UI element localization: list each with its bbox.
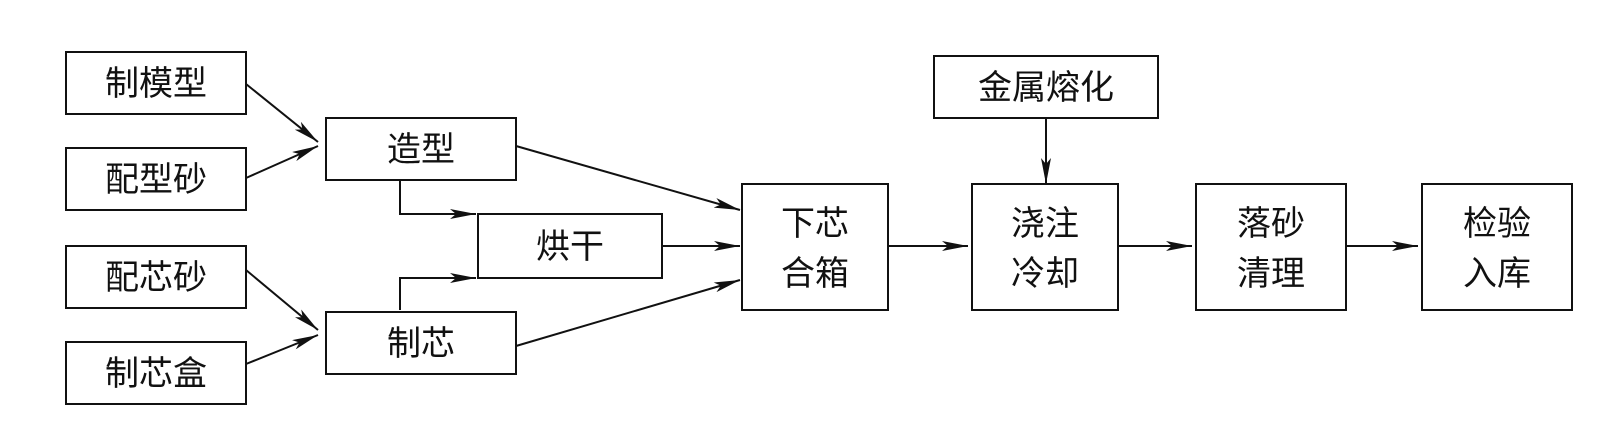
node-metal-melting-label: 金属熔化 xyxy=(978,68,1114,108)
node-shakeout-cleaning-label-line1: 落砂 xyxy=(1237,204,1305,244)
edge-molding-to-core-setting xyxy=(515,145,741,211)
edge-make-core-box-to-core-making xyxy=(245,334,319,365)
node-mix-molding-sand-label: 配型砂 xyxy=(105,160,207,200)
node-core-setting-closing-label-line1: 下芯 xyxy=(781,204,849,244)
edge-mix-molding-sand-to-molding xyxy=(245,145,319,179)
edge-core-making-to-drying xyxy=(399,273,476,310)
edge-core-making-to-core-setting xyxy=(515,279,741,347)
node-mix-core-sand-label: 配芯砂 xyxy=(105,258,207,298)
edge-mix-core-sand-to-core-making xyxy=(245,269,319,331)
node-pouring-cooling-label-line1: 浇注 xyxy=(1011,204,1079,244)
node-make-pattern-label: 制模型 xyxy=(105,64,207,104)
node-core-making-label: 制芯 xyxy=(387,324,455,364)
node-core-making: 制芯 xyxy=(325,311,517,375)
node-make-core-box: 制芯盒 xyxy=(65,341,247,405)
edge-molding-to-drying xyxy=(399,178,476,219)
node-core-setting-closing-label-line2: 合箱 xyxy=(781,254,849,294)
node-shakeout-cleaning: 落砂 清理 xyxy=(1195,183,1347,311)
node-make-core-box-label: 制芯盒 xyxy=(105,354,207,394)
node-core-setting-closing: 下芯 合箱 xyxy=(741,183,889,311)
node-inspection-storage-label-line2: 入库 xyxy=(1463,254,1531,294)
node-inspection-storage: 检验 入库 xyxy=(1421,183,1573,311)
node-molding: 造型 xyxy=(325,117,517,181)
node-drying-label: 烘干 xyxy=(536,227,604,267)
node-metal-melting: 金属熔化 xyxy=(933,55,1159,119)
node-inspection-storage-label-line1: 检验 xyxy=(1463,204,1531,244)
node-make-pattern: 制模型 xyxy=(65,51,247,115)
node-mix-molding-sand: 配型砂 xyxy=(65,147,247,211)
node-drying: 烘干 xyxy=(477,213,663,279)
node-molding-label: 造型 xyxy=(387,130,455,170)
node-mix-core-sand: 配芯砂 xyxy=(65,245,247,309)
edges xyxy=(245,83,1418,365)
edge-make-pattern-to-molding xyxy=(245,83,319,143)
node-pouring-cooling-label-line2: 冷却 xyxy=(1011,254,1079,294)
node-pouring-cooling: 浇注 冷却 xyxy=(971,183,1119,311)
node-shakeout-cleaning-label-line2: 清理 xyxy=(1237,254,1305,294)
